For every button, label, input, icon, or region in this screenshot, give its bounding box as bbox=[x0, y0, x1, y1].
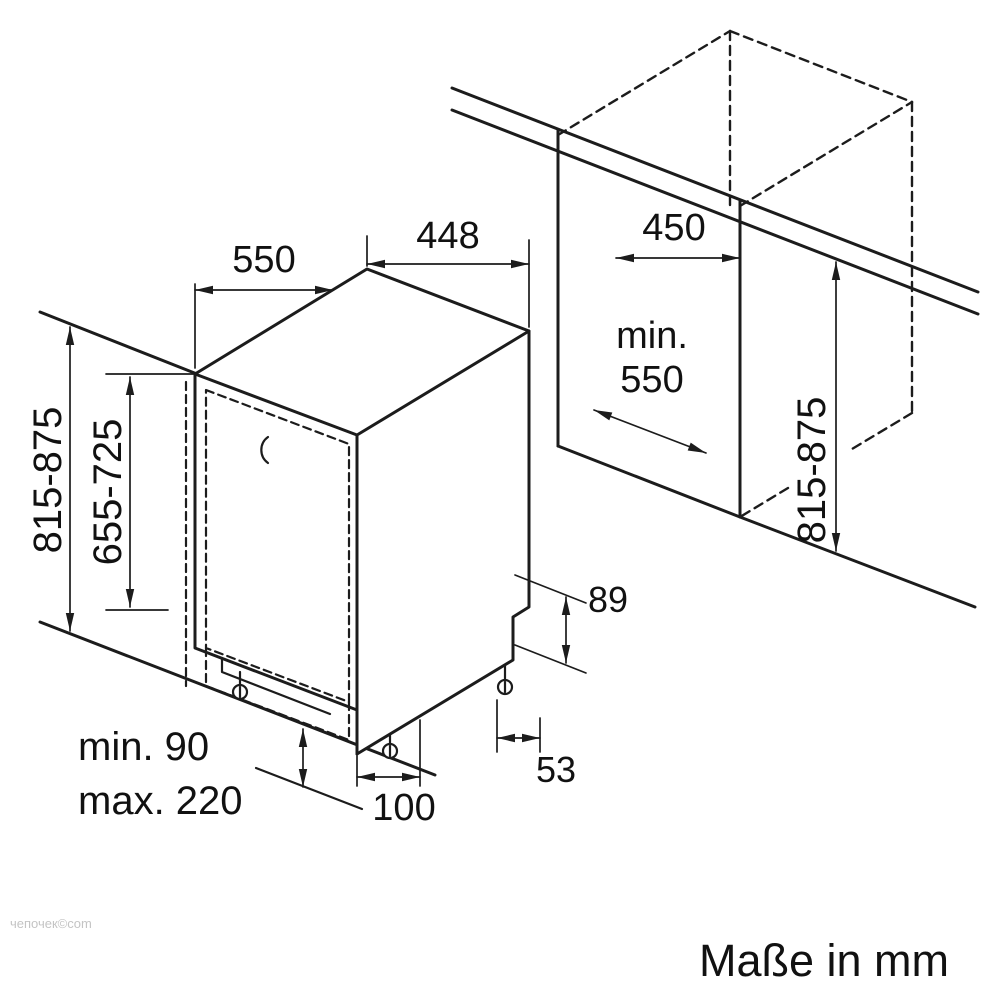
dimension-lines bbox=[65, 253, 841, 788]
label-width-448: 448 bbox=[416, 215, 479, 257]
label-base-100: 100 bbox=[372, 787, 435, 829]
label-base-89: 89 bbox=[588, 579, 628, 620]
adjustable-foot bbox=[496, 663, 514, 696]
appliance-feet bbox=[231, 663, 514, 760]
appliance-outline bbox=[193, 267, 531, 811]
niche-outline bbox=[556, 128, 977, 609]
label-depth-550: 550 bbox=[232, 239, 295, 281]
door-handle bbox=[260, 435, 270, 465]
adjustable-foot bbox=[231, 670, 249, 701]
adjustable-foot bbox=[381, 732, 399, 760]
caption-units: Maße in mm bbox=[699, 935, 949, 986]
label-height-815-875-left: 815-875 bbox=[26, 407, 70, 554]
appliance-door-dashed bbox=[184, 380, 351, 742]
label-plinth-max-220: max. 220 bbox=[78, 779, 243, 823]
label-niche-height-815-875: 815-875 bbox=[790, 397, 834, 544]
label-niche-depth-min: min. bbox=[616, 315, 688, 357]
extension-lines bbox=[105, 235, 587, 787]
label-plinth-min-90: min. 90 bbox=[78, 725, 209, 769]
worktop-and-floor-lines bbox=[38, 86, 980, 777]
watermark: чепочек©com bbox=[10, 916, 92, 931]
label-foot-53: 53 bbox=[536, 749, 576, 790]
niche-hidden-edges bbox=[556, 29, 914, 519]
dim-line-niche-depth-550 bbox=[593, 409, 707, 454]
label-niche-450: 450 bbox=[642, 207, 705, 249]
label-door-655-725: 655-725 bbox=[86, 419, 130, 566]
label-niche-depth-550: 550 bbox=[620, 359, 683, 401]
